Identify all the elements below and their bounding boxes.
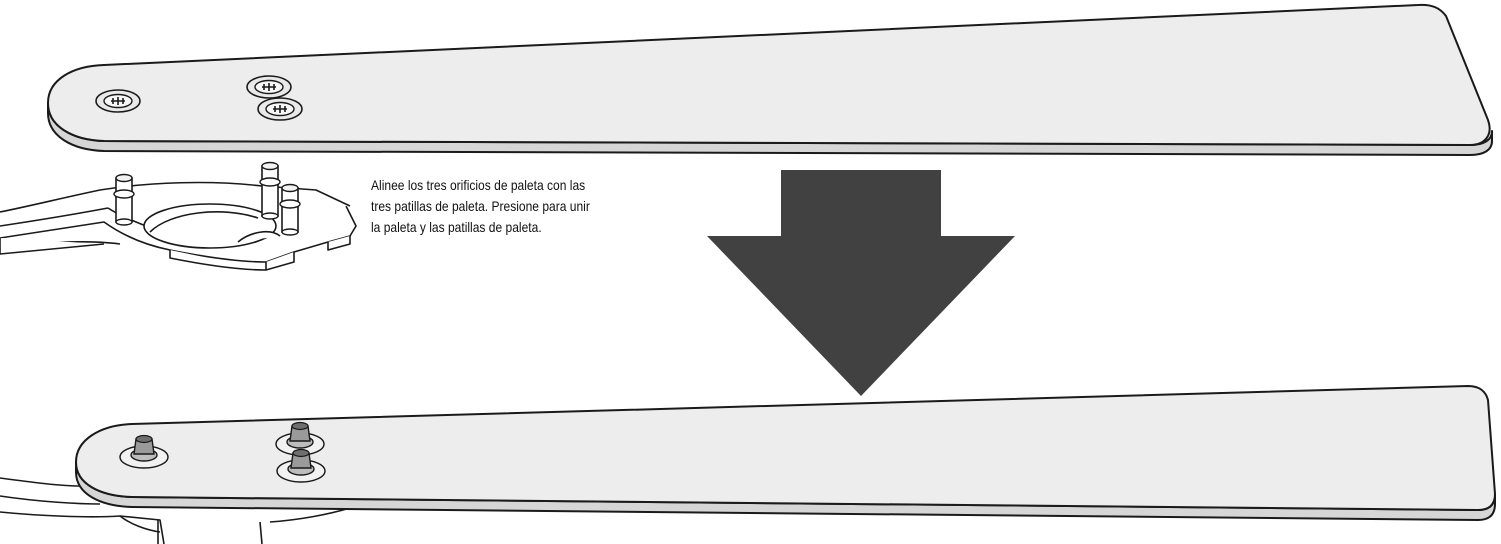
assembled-blade-iron [0, 477, 351, 544]
blade-pin-icon [119, 434, 169, 469]
blade-pin-icon [275, 421, 325, 456]
blade-pin-icon [279, 183, 301, 236]
top-blade [47, 3, 1493, 156]
blade-pin-icon [276, 448, 326, 483]
instruction-line: la paleta y las patillas de paleta. [371, 219, 542, 235]
instruction-text: Alinee los tres orificios de paleta con … [371, 175, 663, 238]
down-arrow-icon [707, 170, 1015, 396]
instruction-line: Alinee los tres orificios de paleta con … [371, 177, 586, 193]
instruction-line: tres patillas de paleta. Presione para u… [371, 198, 590, 214]
blade-pin-icon [113, 173, 135, 226]
blade-iron [0, 181, 357, 271]
screw-hole-icon [95, 89, 141, 113]
blade-pin-icon [259, 161, 281, 220]
top-blade-face [47, 3, 1491, 146]
bottom-blade-face [75, 385, 1496, 511]
bottom-blade [75, 385, 1496, 521]
screw-hole-icon [246, 75, 292, 99]
screw-hole-icon [257, 97, 303, 121]
